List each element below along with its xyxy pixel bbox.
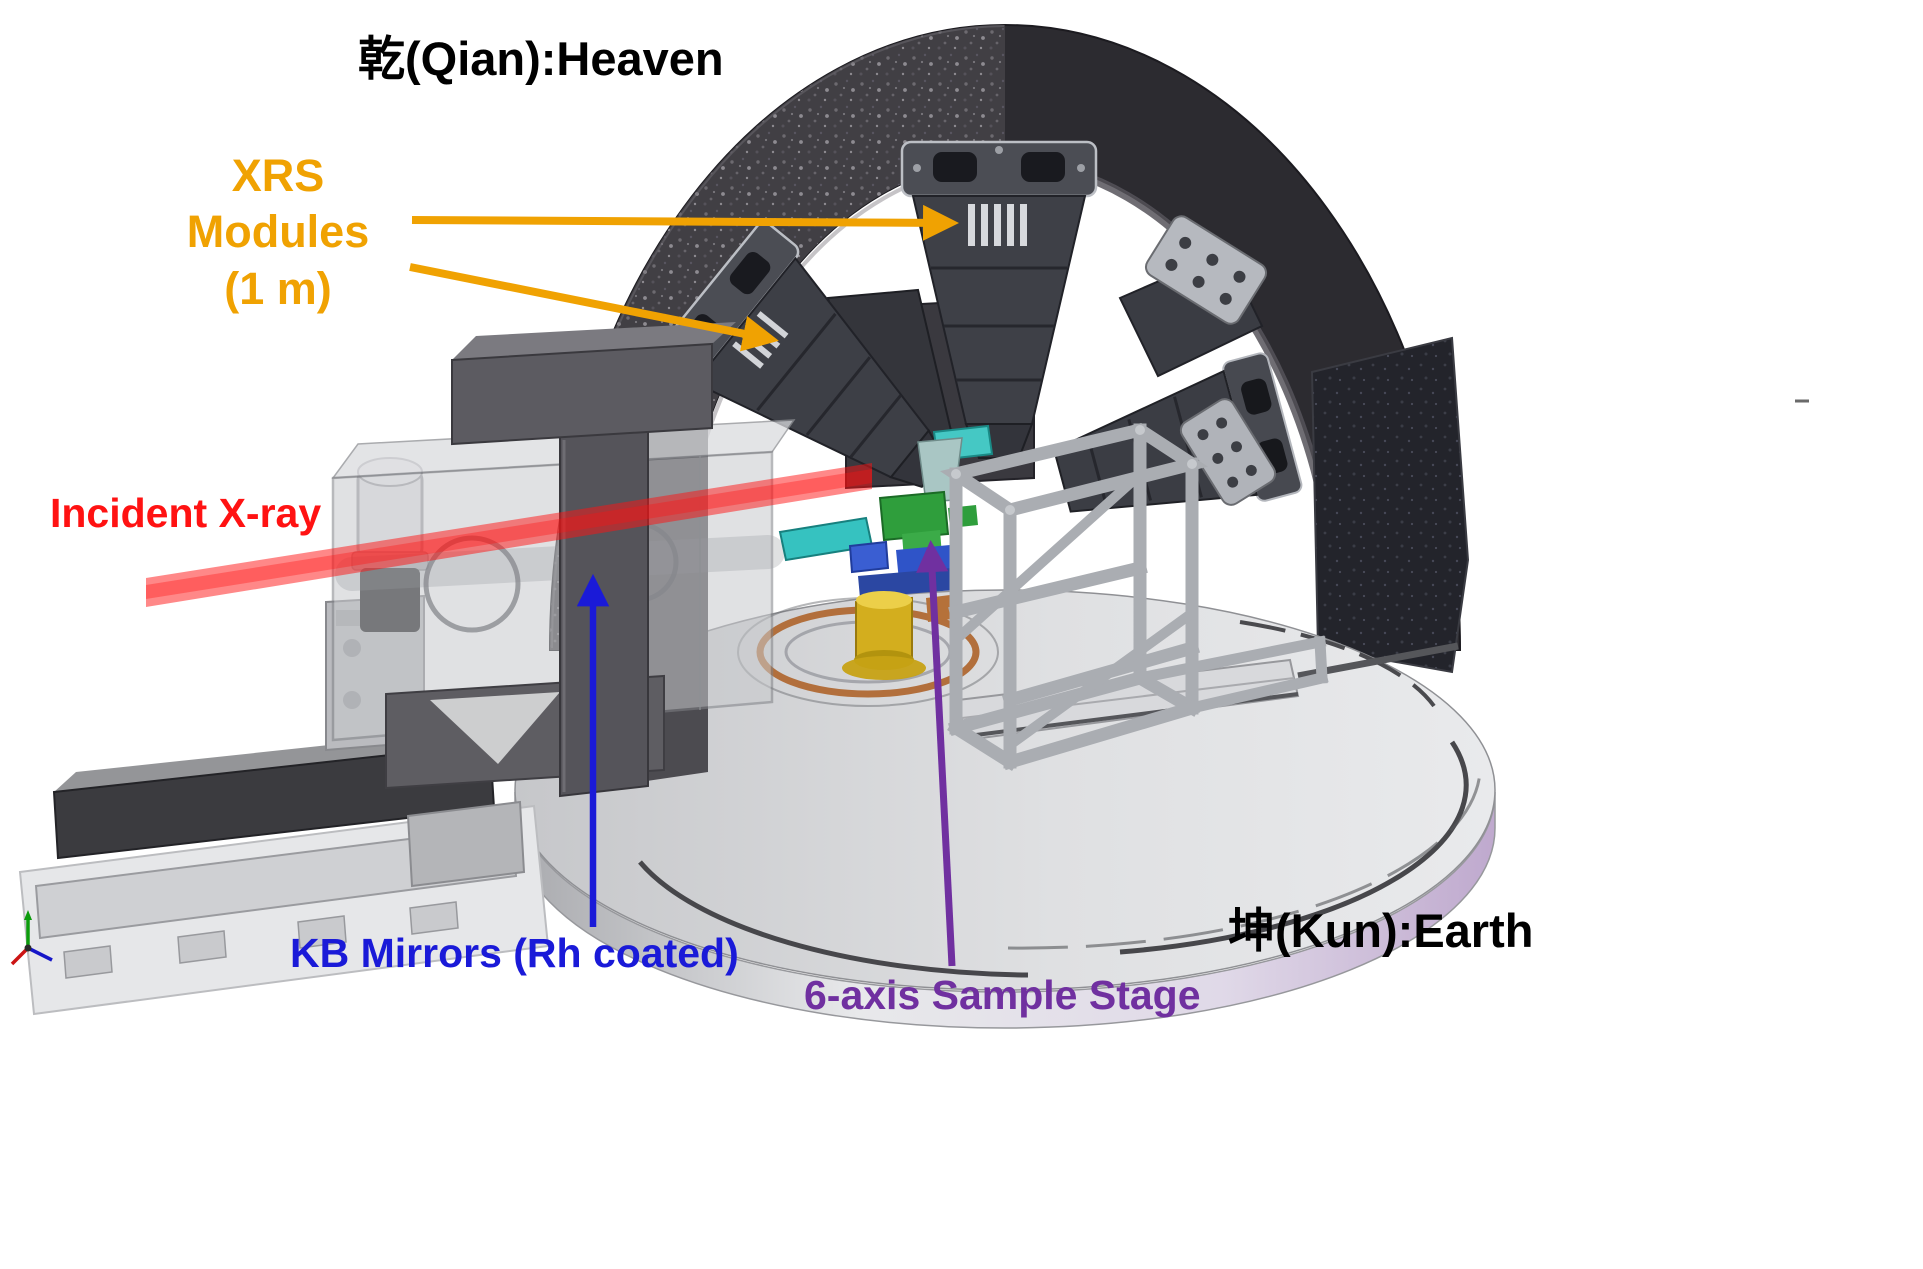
gantry-top-beam-top — [452, 322, 736, 360]
dome-right-buttress — [1310, 336, 1470, 674]
rail-end-block — [406, 800, 526, 888]
earth-label: 坤(Kun):Earth — [1228, 904, 1534, 957]
platform-arc-rail-outer — [1007, 771, 1482, 950]
xrs-modules-arrow-left — [409, 263, 779, 352]
origin-triad-icon — [10, 910, 53, 966]
blue-stage-block — [848, 540, 890, 574]
platform-rim — [514, 791, 1496, 1029]
incident-xray-beam — [146, 463, 872, 607]
gantry-front-column — [559, 428, 649, 798]
incident-xray-label: Incident X-ray — [50, 490, 322, 536]
rail-base-beam — [34, 824, 518, 940]
xrs-modules-label: XRS Modules (1 m) — [186, 150, 370, 314]
heaven-label: 乾(Qian):Heaven — [358, 32, 724, 85]
platform-arc-slot-front-right — [1119, 740, 1469, 955]
annotation-arrows — [409, 204, 959, 967]
xrs-module-top — [900, 140, 1098, 459]
collimator-slits — [968, 204, 1027, 246]
platform-arc-rail-upper-right — [1239, 620, 1436, 708]
rail-feet — [63, 901, 459, 979]
dome-rim-bracket-plate-1 — [1144, 215, 1268, 325]
green-stage-block — [878, 490, 950, 542]
xrs-modules-arrow-top — [411, 204, 959, 241]
detector-frame-tower — [939, 423, 1329, 771]
gantry-top-beam — [451, 342, 713, 446]
kb-mirrors-label: KB Mirrors (Rh coated) — [290, 930, 739, 976]
gold-rotary-cylinder — [842, 591, 926, 680]
platform-arc-slot-front-left — [638, 860, 1029, 978]
incident-xray-beam-core — [146, 469, 872, 599]
sample-stage-label: 6-axis Sample Stage — [804, 972, 1201, 1018]
dome-rim-bracket-plate-2 — [1179, 398, 1277, 506]
sample-stage-arrow — [916, 539, 956, 967]
